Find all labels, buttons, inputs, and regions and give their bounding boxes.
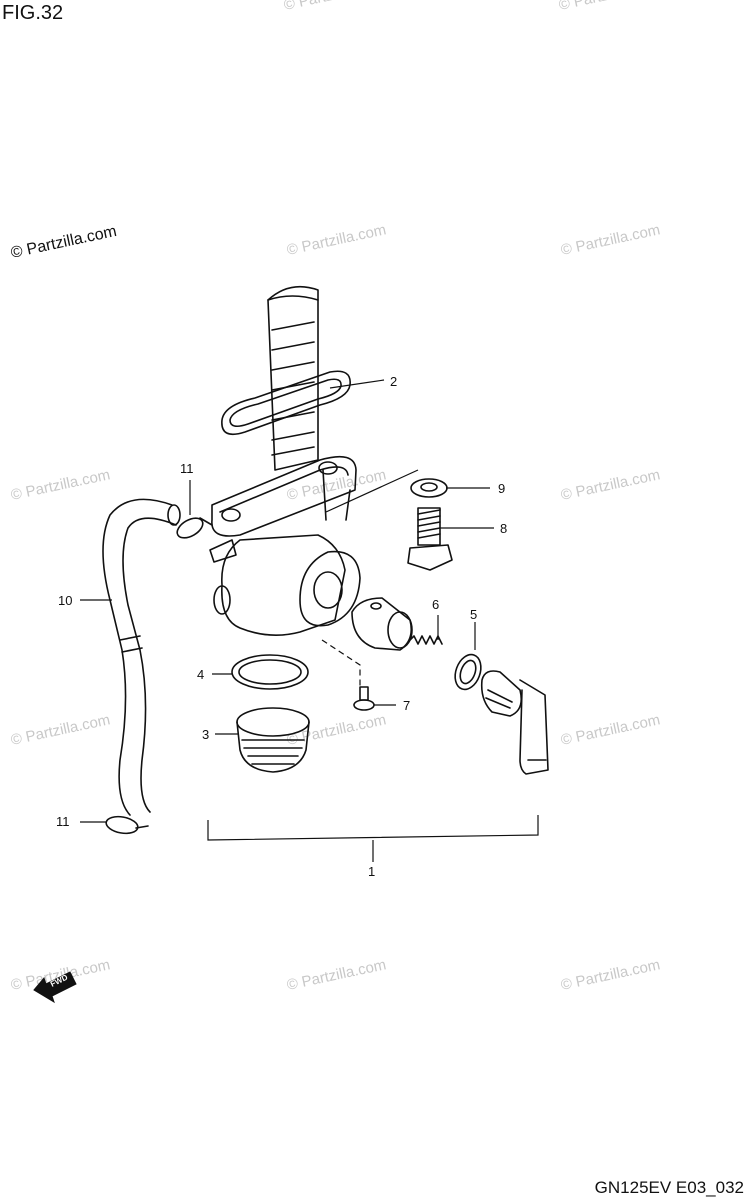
o-ring-part	[231, 654, 309, 690]
watermark-primary: © Partzilla.com	[9, 223, 118, 262]
hose-clamp-lower	[105, 815, 149, 835]
callouts: 1 2 3 4 5 6 7 8 9 10 11 11	[56, 374, 507, 879]
watermark: © Partzilla.com	[559, 956, 661, 994]
lever-handle-part	[480, 670, 549, 775]
callout-6: 6	[432, 597, 439, 612]
washer-part	[410, 478, 448, 498]
spring-part	[409, 635, 443, 645]
callout-2: 2	[390, 374, 397, 389]
callout-3: 3	[202, 727, 209, 742]
fuel-cock-body	[209, 469, 419, 636]
sediment-cup-part	[236, 707, 310, 773]
callout-8: 8	[500, 521, 507, 536]
callout-1: 1	[368, 864, 375, 879]
bolt-part	[407, 507, 453, 571]
fuel-hose-part	[102, 498, 181, 816]
watermark: © Partzilla.com	[285, 466, 387, 504]
leader-lines	[80, 379, 494, 823]
drawing-code: GN125EV E03_032	[594, 1178, 744, 1197]
watermark: © Partzilla.com	[559, 221, 661, 259]
mounting-plate-part	[211, 455, 357, 537]
callout-11-upper: 11	[180, 461, 194, 476]
watermark: © Partzilla.com	[559, 466, 661, 504]
watermark: © Partzilla.com	[285, 956, 387, 994]
watermark: © Partzilla.com	[557, 0, 659, 14]
gasket-ring-part	[221, 370, 351, 436]
watermark: © Partzilla.com	[9, 711, 111, 749]
callout-5: 5	[470, 607, 477, 622]
figure-label: FIG.32	[2, 2, 64, 24]
assembly-bracket	[207, 815, 539, 862]
lever-gasket-part	[454, 653, 482, 691]
callout-4: 4	[197, 667, 204, 682]
watermark: © Partzilla.com	[559, 711, 661, 749]
callout-11-lower: 11	[56, 814, 70, 829]
watermark: © Partzilla.com	[285, 711, 387, 749]
lever-shaft-part	[351, 597, 413, 651]
callout-9: 9	[498, 481, 505, 496]
screw-part	[353, 686, 375, 711]
watermark: © Partzilla.com	[285, 221, 387, 259]
forward-arrow-icon: FWD	[33, 971, 77, 1004]
strainer-tube-part	[267, 285, 319, 471]
watermark: © Partzilla.com	[282, 0, 384, 14]
hose-clamp-upper	[176, 517, 213, 539]
callout-7: 7	[403, 698, 410, 713]
watermark: © Partzilla.com	[9, 466, 111, 504]
callout-10: 10	[58, 593, 72, 608]
